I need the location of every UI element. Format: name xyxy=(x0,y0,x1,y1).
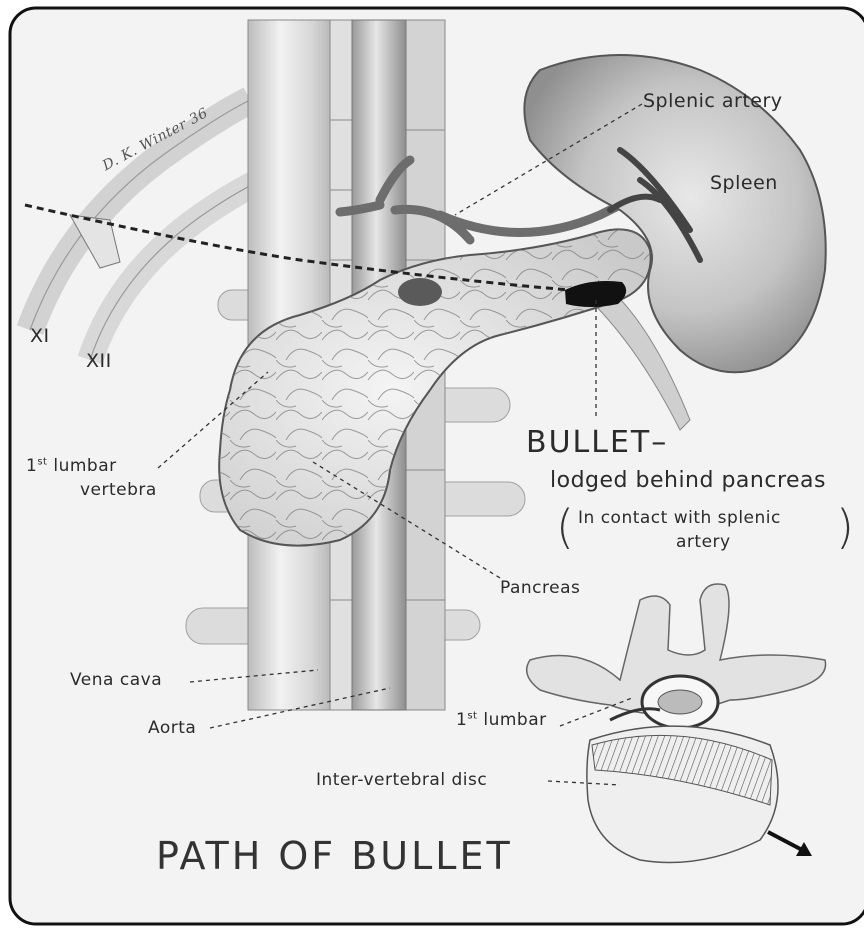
label-splenic-artery: Splenic artery xyxy=(643,90,783,112)
ordinal: 1 xyxy=(26,456,37,476)
lumbar-word: lumbar xyxy=(53,456,116,476)
label-contact-line2: artery xyxy=(676,532,731,552)
label-bullet-heading: BULLET– xyxy=(526,425,668,460)
label-spleen: Spleen xyxy=(710,172,778,194)
label-aorta: Aorta xyxy=(148,718,196,738)
ordinal-suffix: st xyxy=(37,456,47,467)
label-contact-line1: In contact with splenic xyxy=(578,508,781,528)
label-pancreas: Pancreas xyxy=(500,578,580,598)
label-intervertebral-disc: Inter-vertebral disc xyxy=(316,770,487,790)
lumbar-word: lumbar xyxy=(483,710,546,730)
label-rib-xii: XII xyxy=(86,350,112,372)
ordinal: 1 xyxy=(456,710,467,730)
label-vena-cava: Vena cava xyxy=(70,670,162,690)
label-first-lumbar-inset: 1st lumbar xyxy=(456,710,547,730)
label-first-lumbar-vertebra: 1st lumbar xyxy=(26,456,117,476)
page-title: PATH OF BULLET xyxy=(156,834,513,878)
ordinal-suffix: st xyxy=(467,710,477,721)
label-rib-xi: XI xyxy=(30,325,50,347)
label-vertebra-word: vertebra xyxy=(80,480,157,500)
label-bullet-lodged: lodged behind pancreas xyxy=(550,468,826,493)
paren-open: ( xyxy=(556,500,574,554)
paren-close: ) xyxy=(836,500,854,554)
